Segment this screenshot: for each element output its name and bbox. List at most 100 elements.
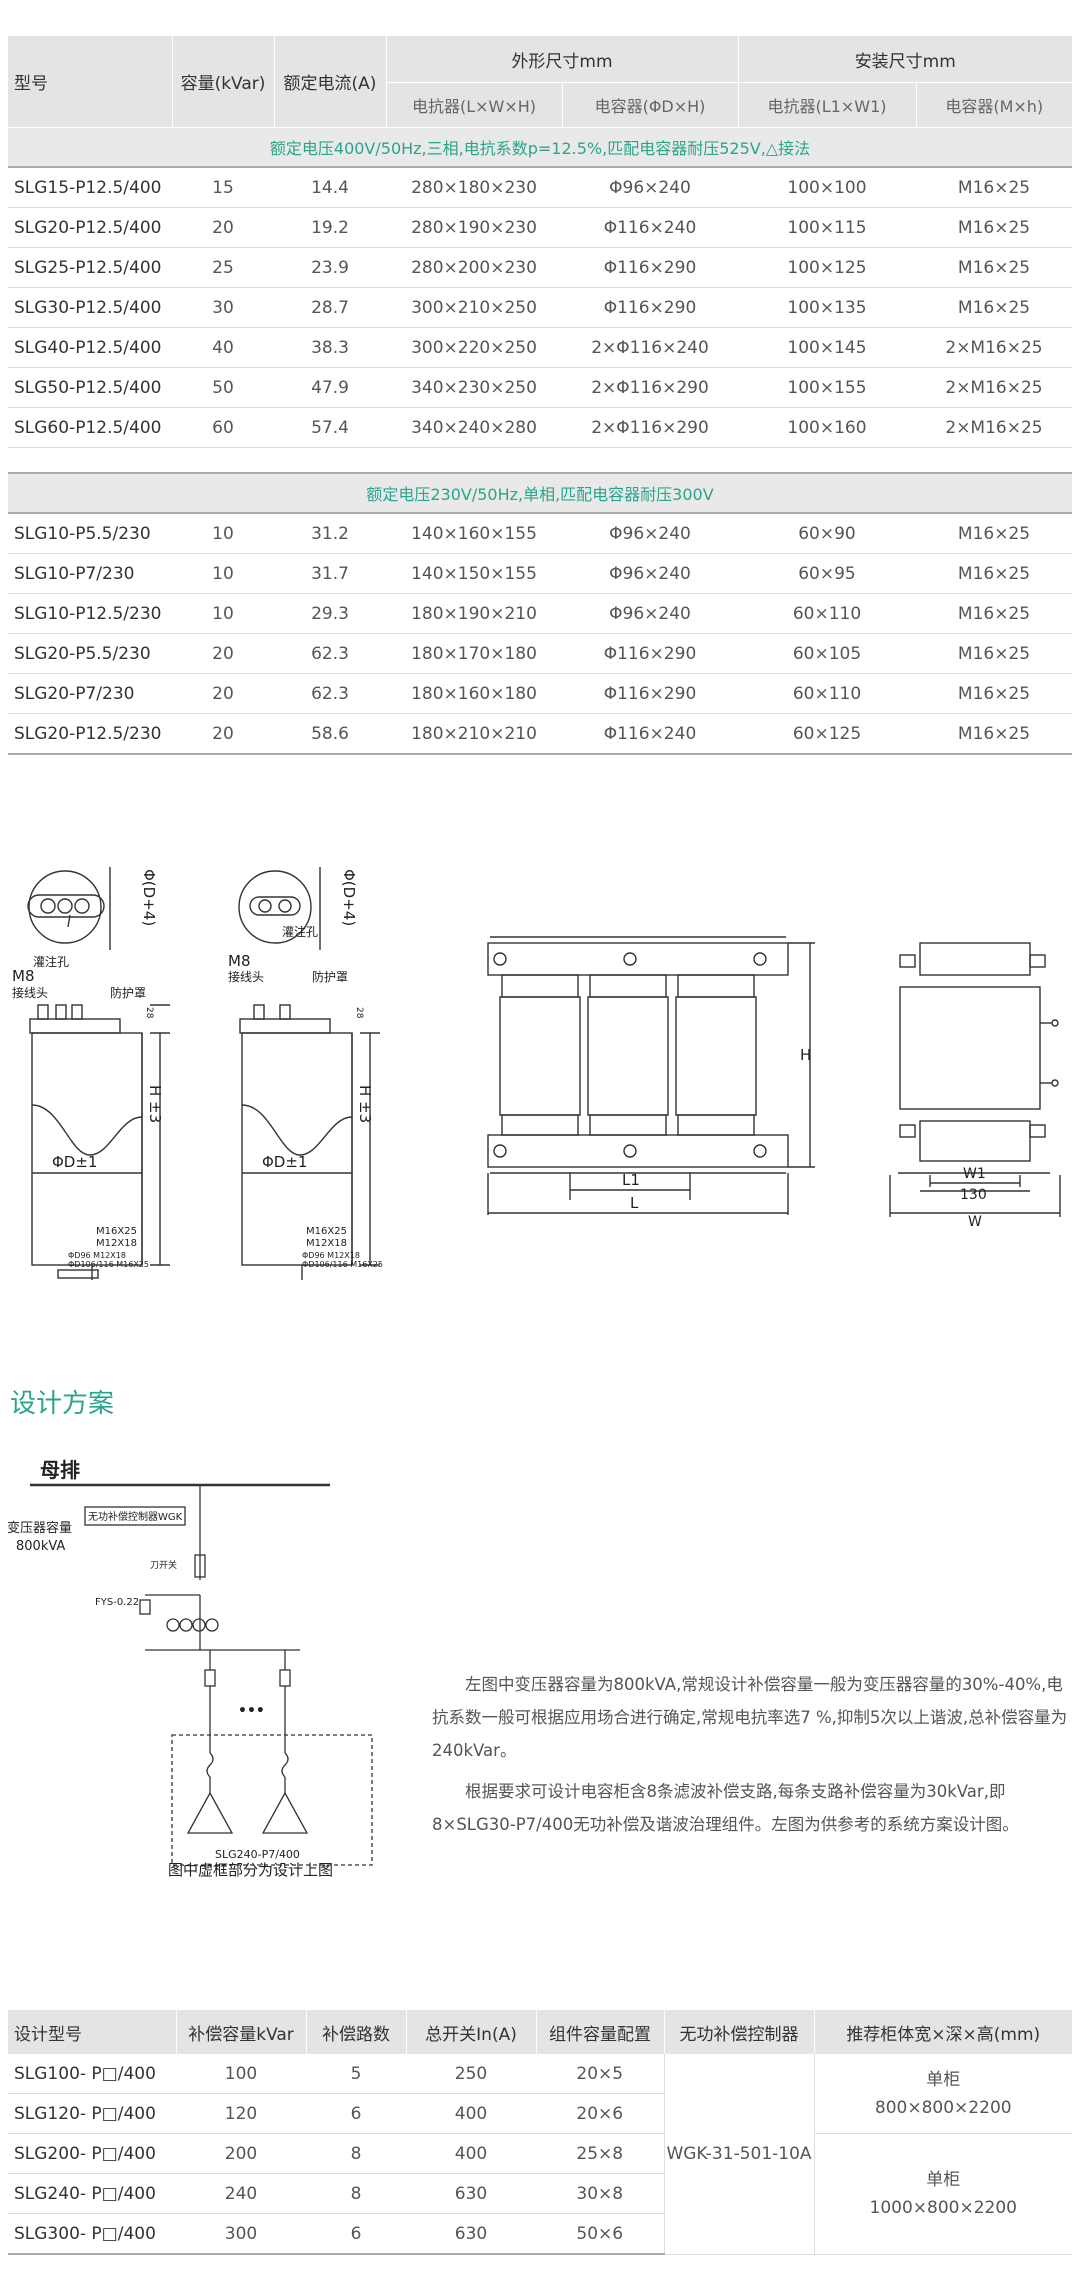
section-title: 设计方案	[10, 1389, 115, 1419]
spec-table: 型号 容量(kVar) 额定电流(A) 外形尺寸mm 安装尺寸mm 电抗器(L×…	[8, 36, 1072, 755]
model-cell: SLG20-P12.5/230	[8, 713, 172, 755]
cell-cap: 50	[172, 367, 274, 408]
design-header-circuits: 补偿路数	[305, 2010, 406, 2054]
cell-cdim: Φ116×290	[562, 633, 738, 674]
cell-cinst: M16×25	[916, 513, 1072, 554]
cap2-height-label: H ±3	[356, 1085, 374, 1123]
design-header-main-switch: 总开关In(A)	[405, 2010, 536, 2054]
cell-cinst: 2×M16×25	[916, 327, 1072, 368]
cap2-m16-label: M16X25	[306, 1226, 347, 1237]
capacitor-drawing-3terminal: 灌注孔 M8 接线头 防护罩 Φ(D+4) 28 H ±3 ΦD±1 M16X2…	[12, 867, 170, 1280]
description-paragraph: 根据要求可设计电容柜含8条滤波补偿支路,每条支路补偿容量为30kVar,即8×S…	[432, 1782, 1019, 1834]
group-title: 额定电压230V/50Hz,单相,匹配电容器耐压300V	[8, 473, 1072, 514]
cell-rinst: 60×110	[738, 673, 916, 714]
cell-cinst: M16×25	[916, 207, 1072, 248]
cell-cdim: Φ96×240	[562, 593, 738, 634]
cell-cap: 15	[172, 167, 274, 208]
design-cell-n: 8	[306, 2133, 406, 2174]
cell-rdim: 300×210×250	[386, 287, 562, 328]
fys-label: FYS-0.22	[95, 1597, 139, 1608]
cap1-m8-label: M8	[12, 967, 35, 985]
design-cell-cfg: 25×8	[536, 2133, 664, 2174]
header-capacitor-dh: 电容器(ΦD×H)	[561, 82, 738, 128]
cap1-fill-hole-label: 灌注孔	[33, 954, 69, 969]
cap2-guard-label: 防护罩	[312, 969, 348, 984]
design-cell-cfg: 20×6	[536, 2093, 664, 2134]
cell-cinst: M16×25	[916, 553, 1072, 594]
cell-cdim: 2×Φ116×290	[562, 407, 738, 448]
cell-cap: 20	[172, 207, 274, 248]
cell-rinst: 60×95	[738, 553, 916, 594]
cap2-m8-label: M8	[228, 952, 251, 970]
header-current: 额定电流(A)	[273, 36, 386, 128]
cap1-guard-label: 防护罩	[110, 985, 146, 1000]
cell-cap: 30	[172, 287, 274, 328]
cell-cur: 57.4	[274, 407, 386, 448]
cell-cur: 62.3	[274, 673, 386, 714]
header-reactor-lwh: 电抗器(L×W×H)	[385, 82, 562, 128]
cap1-diameter-label: ΦD±1	[52, 1153, 97, 1171]
cell-rdim: 340×230×250	[386, 367, 562, 408]
model-cell: SLG60-P12.5/400	[8, 407, 172, 448]
reactor-h-label: H	[800, 1046, 811, 1064]
cell-rdim: 180×190×210	[386, 593, 562, 634]
cell-cap: 10	[172, 553, 274, 594]
schematic-caption: 图中虚框部分为设计上图	[168, 1861, 334, 1879]
cell-cur: 31.7	[274, 553, 386, 594]
controller-cell: WGK-31-501-10A	[663, 2054, 814, 2255]
cell-cinst: M16×25	[916, 593, 1072, 634]
ellipsis-label: •••	[238, 1703, 265, 1719]
design-cell-sw: 630	[406, 2213, 536, 2255]
design-cell-cfg: 30×8	[536, 2173, 664, 2214]
design-cell-cap: 120	[176, 2093, 306, 2134]
cell-rinst: 100×155	[738, 367, 916, 408]
design-cell-n: 5	[306, 2054, 406, 2094]
cell-rinst: 100×100	[738, 167, 916, 208]
system-schematic: 母排 变压器容量 800kVA 无功补偿控制器WGK 刀开关 FYS-0.22 …	[7, 1458, 373, 1866]
cell-rdim: 140×150×155	[386, 553, 562, 594]
design-cell-sw: 400	[406, 2133, 536, 2174]
cell-cap: 40	[172, 327, 274, 368]
description-paragraph: 左图中变压器容量为800kVA,常规设计补偿容量一般为变压器容量的30%-40%…	[432, 1675, 1068, 1760]
cell-cdim: 2×Φ116×290	[562, 367, 738, 408]
cell-rdim: 280×190×230	[386, 207, 562, 248]
cell-rinst: 100×145	[738, 327, 916, 368]
cell-cdim: Φ96×240	[562, 513, 738, 554]
table-spacer	[8, 447, 1072, 474]
reactor-l1-label: L1	[622, 1171, 640, 1189]
cell-rdim: 340×240×280	[386, 407, 562, 448]
cap1-terminal-label: 接线头	[12, 985, 48, 1000]
cell-rdim: 180×160×180	[386, 673, 562, 714]
cell-cur: 29.3	[274, 593, 386, 634]
cap1-height-label: H ±3	[146, 1085, 164, 1123]
model-cell: SLG10-P5.5/230	[8, 513, 172, 554]
cell-rinst: 100×125	[738, 247, 916, 288]
knife-switch-label: 刀开关	[150, 1559, 177, 1571]
cell-cinst: M16×25	[916, 287, 1072, 328]
reactor-w-label: W	[968, 1214, 982, 1230]
reactor-side-drawing: W1 130 W	[889, 942, 1061, 1230]
header-reactor-l1w1: 电抗器(L1×W1)	[737, 82, 916, 128]
cell-cur: 47.9	[274, 367, 386, 408]
transformer-label: 变压器容量	[7, 1520, 72, 1536]
reactor-130-label: 130	[960, 1187, 987, 1203]
model-cell: SLG20-P5.5/230	[8, 633, 172, 674]
cell-cdim: Φ116×290	[562, 673, 738, 714]
cell-rdim: 280×200×230	[386, 247, 562, 288]
controller-box-label: 无功补偿控制器WGK	[88, 1510, 183, 1523]
model-cell: SLG20-P12.5/400	[8, 207, 172, 248]
cap2-fill-hole-label: 灌注孔	[282, 924, 318, 939]
design-cell-cap: 300	[176, 2213, 306, 2255]
cell-cap: 20	[172, 633, 274, 674]
header-capacitor-mh: 电容器(M×h)	[915, 82, 1072, 128]
header-install: 安装尺寸mm	[737, 36, 1072, 83]
design-model-cell: SLG200- P□/400	[8, 2133, 176, 2174]
cell-cdim: Φ116×240	[562, 713, 738, 755]
